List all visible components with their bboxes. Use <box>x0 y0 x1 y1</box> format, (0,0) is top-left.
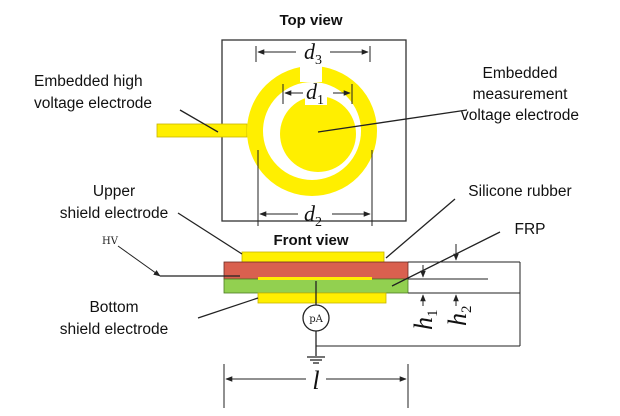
bottom-shield-label-2: shield electrode <box>60 321 169 338</box>
upper-shield-leader <box>177 212 243 255</box>
top-view: Top view d3 d1 <box>34 12 579 230</box>
h2-label: h2 <box>443 306 475 327</box>
measurement-electrode-label-2: measurement <box>473 86 568 103</box>
hv-lead-strip <box>156 123 248 138</box>
hv-electrode-label-1: Embedded high <box>34 73 143 90</box>
front-view: Front view HV pA h1 <box>60 183 572 408</box>
bottom-shield-electrode <box>257 292 387 304</box>
frp-leader <box>391 231 501 287</box>
hv-label: HV <box>102 236 119 247</box>
d3-label: d3 <box>304 39 322 68</box>
d2-label: d2 <box>304 201 322 230</box>
picoammeter-label: pA <box>309 314 323 325</box>
frp-label: FRP <box>515 221 546 238</box>
silicone-rubber-leader <box>385 198 456 259</box>
disc-gap <box>305 95 327 105</box>
bottom-shield-label-1: Bottom <box>89 299 138 316</box>
front-view-title: Front view <box>273 232 348 249</box>
hv-arrow <box>117 245 161 277</box>
measurement-electrode-label-1: Embedded <box>483 65 558 82</box>
embedded-electrode-front <box>258 277 372 280</box>
top-view-title: Top view <box>279 12 342 29</box>
measurement-electrode-label-3: voltage electrode <box>461 107 579 124</box>
measurement-electrode-leader <box>317 109 468 133</box>
h1-label: h1 <box>409 310 441 331</box>
measurement-disc-electrode <box>280 96 356 172</box>
ring-gap <box>300 64 322 82</box>
bottom-shield-leader <box>197 297 259 319</box>
upper-shield-electrode <box>241 251 385 264</box>
d1-label: d1 <box>306 79 324 108</box>
silicone-rubber-layer <box>223 261 409 280</box>
upper-shield-label-2: shield electrode <box>60 205 169 222</box>
hv-electrode-label-2: voltage electrode <box>34 95 152 112</box>
l-label: l <box>312 366 319 395</box>
silicone-rubber-label: Silicone rubber <box>468 183 571 200</box>
upper-shield-label-1: Upper <box>93 183 135 200</box>
hv-electrode-leader <box>179 109 219 133</box>
